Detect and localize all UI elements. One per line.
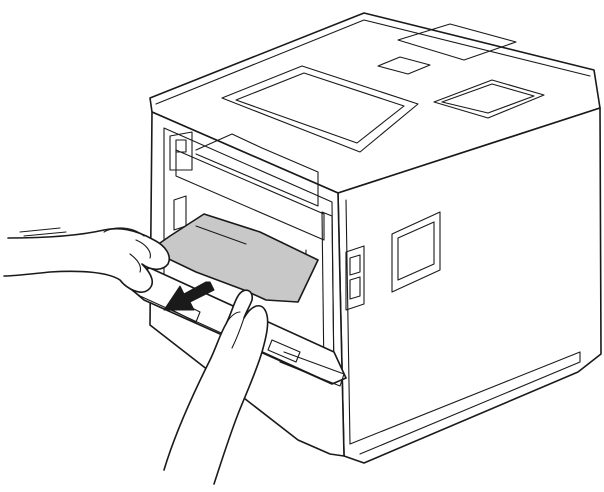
hand-icon — [3, 227, 170, 293]
top-edge-highlight — [155, 19, 591, 105]
left-hand-finger-1 — [135, 239, 151, 259]
flap-hinge-right — [267, 339, 301, 363]
side-vertical-edge — [345, 199, 351, 445]
right-hand — [163, 289, 269, 485]
top-vent-left — [221, 65, 419, 153]
right-hand-finger-1 — [231, 317, 245, 349]
rear-right-slot-b — [349, 276, 361, 300]
side-grip-inner — [397, 221, 435, 281]
rear-right-slot-a — [349, 254, 361, 276]
top-cover-ridge — [397, 23, 517, 61]
rear-left-latch — [169, 131, 193, 171]
jammed-paper-icon — [149, 213, 319, 303]
side-bottom-ledge — [349, 351, 581, 455]
left-hand-finger-2 — [129, 253, 142, 273]
rear-fuser-cover — [195, 133, 319, 207]
top-vent-right — [433, 79, 545, 119]
rear-right-slot — [345, 245, 365, 311]
hand-icon — [163, 289, 269, 485]
pull-direction-arrow-icon — [163, 281, 215, 311]
rear-left-latch-detail — [175, 139, 187, 153]
paper-crease — [195, 225, 247, 245]
flap-support-arm — [279, 351, 345, 387]
right-hand-knuckle — [225, 311, 241, 325]
left-sleeve-edge — [19, 227, 67, 237]
side-grip — [391, 211, 441, 293]
left-hand-thumb — [103, 227, 145, 237]
top-vent-center — [377, 56, 431, 75]
top-vent-left-inner — [235, 72, 405, 144]
rear-inner-top — [175, 149, 325, 241]
left-hand — [3, 227, 170, 293]
top-vent-right-inner — [441, 83, 535, 114]
